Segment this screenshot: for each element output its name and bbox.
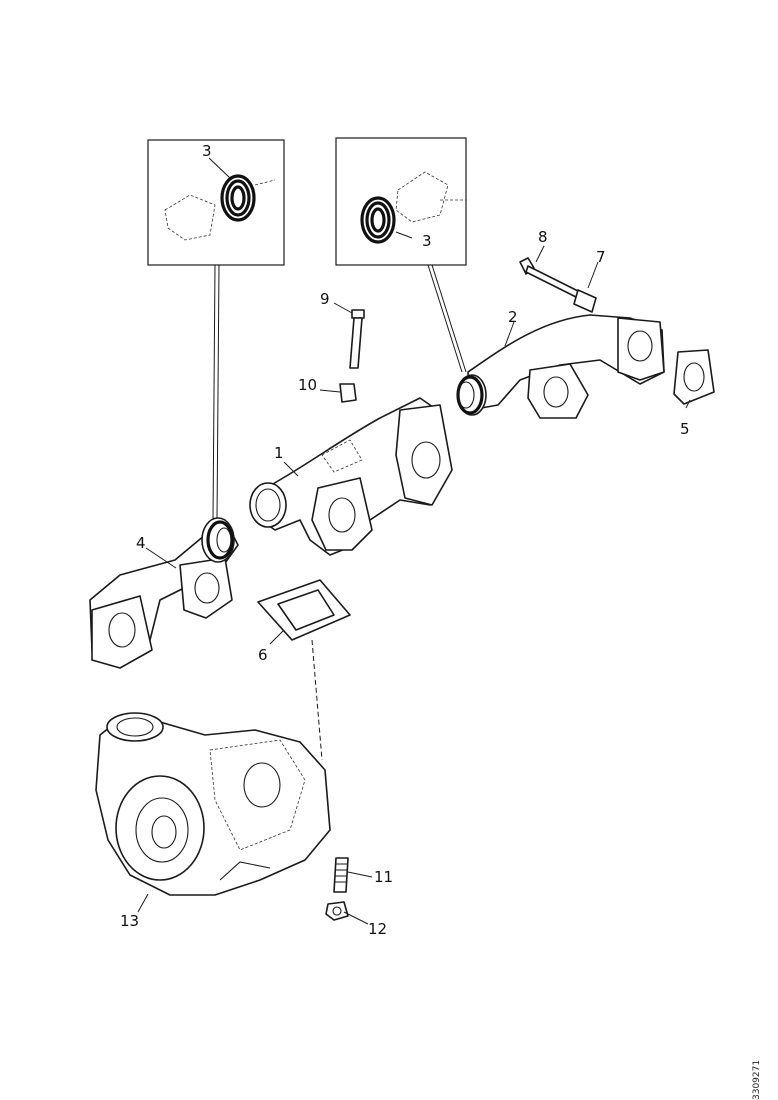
label-6: 6	[258, 646, 268, 664]
stud-11	[333, 857, 349, 893]
stud-9	[349, 309, 365, 369]
nut-10	[339, 383, 357, 403]
label-3-left: 3	[202, 142, 212, 160]
label-4: 4	[136, 534, 146, 552]
manifold-section-4	[89, 517, 239, 669]
manifold-section-2	[456, 314, 665, 419]
detail-inset-right	[335, 137, 467, 266]
label-12: 12	[368, 920, 387, 938]
label-9: 9	[320, 290, 330, 308]
spacer-7	[573, 289, 597, 313]
label-3-right: 3	[422, 232, 432, 250]
detail-inset-left	[147, 139, 285, 266]
nut-12	[325, 901, 349, 921]
label-11: 11	[374, 868, 393, 886]
label-13: 13	[120, 912, 139, 930]
label-10: 10	[298, 376, 317, 394]
label-1: 1	[274, 444, 284, 462]
gasket-5	[673, 349, 715, 405]
turbocharger-13	[95, 712, 331, 896]
reference-code: 3309271	[752, 1059, 762, 1100]
bolt-8	[519, 257, 581, 299]
label-2: 2	[508, 308, 518, 326]
manifold-section-1	[249, 397, 453, 556]
gasket-6	[257, 579, 351, 641]
label-7: 7	[596, 248, 606, 266]
label-8: 8	[538, 228, 548, 246]
label-5: 5	[680, 420, 690, 438]
